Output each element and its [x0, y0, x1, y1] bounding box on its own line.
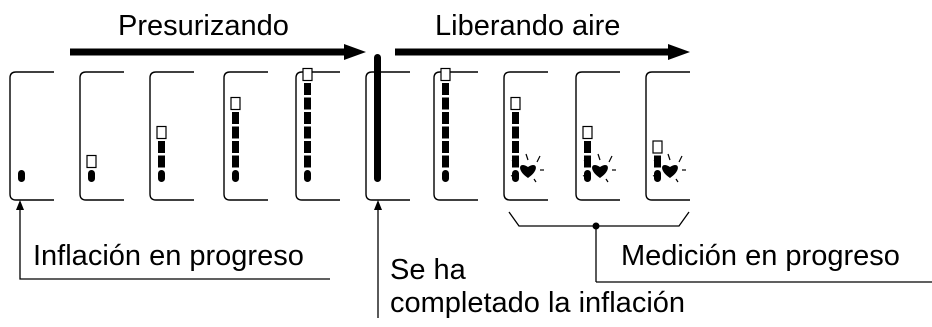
heart-ray	[652, 173, 659, 177]
pulse-bar-segment	[442, 112, 449, 124]
releasing-label: Liberando aire	[435, 10, 621, 42]
pressurizing-arrow	[70, 44, 366, 60]
display-frame-10	[645, 71, 690, 201]
heart-ray	[525, 153, 529, 161]
pulse-bar-segment	[304, 141, 311, 153]
pulse-bar-segment-outline	[510, 96, 521, 111]
display-frame-outline	[365, 71, 410, 201]
heart-shape	[662, 165, 678, 178]
display-frame-3	[149, 71, 194, 201]
pulse-bar-segment	[232, 126, 239, 139]
heart-ray	[582, 173, 589, 177]
pulse-bar-segment-outline	[86, 154, 97, 169]
heart-ray	[510, 173, 517, 177]
display-frame-outline	[295, 71, 340, 201]
heart-ray	[605, 178, 609, 183]
display-frame-outline	[503, 71, 548, 201]
pulse-bar-segment	[304, 170, 311, 182]
display-frame-outline	[9, 71, 54, 201]
pulse-bar-segment	[442, 83, 449, 95]
measurement-progress-label: Medición en progreso	[621, 240, 900, 272]
releasing-arrow	[395, 44, 690, 60]
pulse-bar-segment	[584, 170, 591, 182]
pulse-bar-segment	[232, 170, 239, 182]
pulse-bar-segment	[654, 170, 661, 182]
heart-shape	[592, 165, 608, 178]
pulse-bar-segment	[232, 155, 239, 168]
display-frame-2	[79, 71, 124, 201]
pulse-bar-segment-outline	[582, 125, 593, 140]
pulse-bar-segment	[512, 126, 519, 139]
heart-icon	[582, 153, 616, 183]
heart-ray	[583, 159, 590, 165]
pulse-bar-segment	[654, 155, 661, 168]
heart-ray	[533, 178, 537, 183]
display-frames	[9, 54, 690, 201]
heart-icon	[510, 153, 544, 183]
pulse-bar-segment-outline	[156, 125, 167, 140]
inflation-complete-callout	[374, 200, 382, 318]
pulse-bar-segment	[304, 126, 311, 139]
pulse-bar-segment	[584, 141, 591, 153]
heart-ray	[667, 153, 671, 161]
pulse-bar-segment	[158, 170, 165, 182]
pulse-bar-segment-outline	[302, 67, 313, 82]
heart-icon	[652, 153, 686, 183]
heart-ray	[511, 159, 518, 165]
heart-ray	[678, 155, 683, 163]
display-frame-7	[433, 67, 478, 201]
pulse-bar-segment	[442, 126, 449, 139]
display-frame-outline	[79, 71, 124, 201]
measurement-progress-callout	[508, 211, 932, 283]
heart-ray	[675, 178, 679, 183]
display-frame-5	[295, 67, 340, 201]
pressurizing-label: Presurizando	[118, 10, 289, 42]
inflation-progress-label: Inflación en progreso	[33, 240, 304, 272]
pulse-bar-segment	[304, 97, 311, 110]
pulse-bar-segment	[512, 141, 519, 153]
heart-ray	[608, 155, 613, 163]
heart-ray	[653, 159, 660, 165]
pulse-bar-segment-outline	[230, 96, 241, 111]
pulse-bar-segment	[584, 155, 591, 168]
heart-ray	[597, 153, 601, 161]
heart-ray	[536, 155, 541, 163]
pulse-bar-segment	[442, 97, 449, 110]
pulse-bar-segment	[512, 155, 519, 168]
pulse-bar-segment	[304, 155, 311, 168]
pulse-bar-segment	[158, 141, 165, 153]
inflation-complete-label-line1: Se ha	[390, 254, 466, 286]
pulse-bar-segment-outline	[440, 67, 451, 82]
pulse-bar-segment	[232, 141, 239, 153]
pulse-bar-segment	[18, 170, 25, 182]
display-frame-1	[9, 71, 54, 201]
inflation-complete-label-line2: completado la inflación	[390, 287, 686, 319]
pulse-bar-full	[374, 54, 381, 182]
pulse-bar-segment	[304, 112, 311, 124]
pulse-bar-segment	[304, 83, 311, 95]
inflation-progress-callout	[16, 200, 330, 280]
display-frame-outline	[645, 71, 690, 201]
display-frame-outline	[223, 71, 268, 201]
pulse-bar-segment	[512, 170, 519, 182]
display-frame-4	[223, 71, 268, 201]
pulse-bar-segment	[442, 155, 449, 168]
pulse-bar-segment	[158, 155, 165, 168]
pulse-bar-segment	[442, 141, 449, 153]
display-frame-outline	[149, 71, 194, 201]
display-frame-9	[575, 71, 620, 201]
pulse-bar-segment-outline	[652, 140, 663, 154]
display-frame-outline	[433, 71, 478, 201]
display-frame-outline	[575, 71, 620, 201]
pulse-bar-segment	[442, 170, 449, 182]
pulse-bar-segment	[232, 112, 239, 124]
pulse-bar-segment	[512, 112, 519, 124]
heart-shape	[520, 165, 536, 178]
display-frame-8	[503, 71, 548, 201]
pulse-bar-segment	[88, 170, 95, 182]
display-frame-6	[365, 54, 410, 201]
